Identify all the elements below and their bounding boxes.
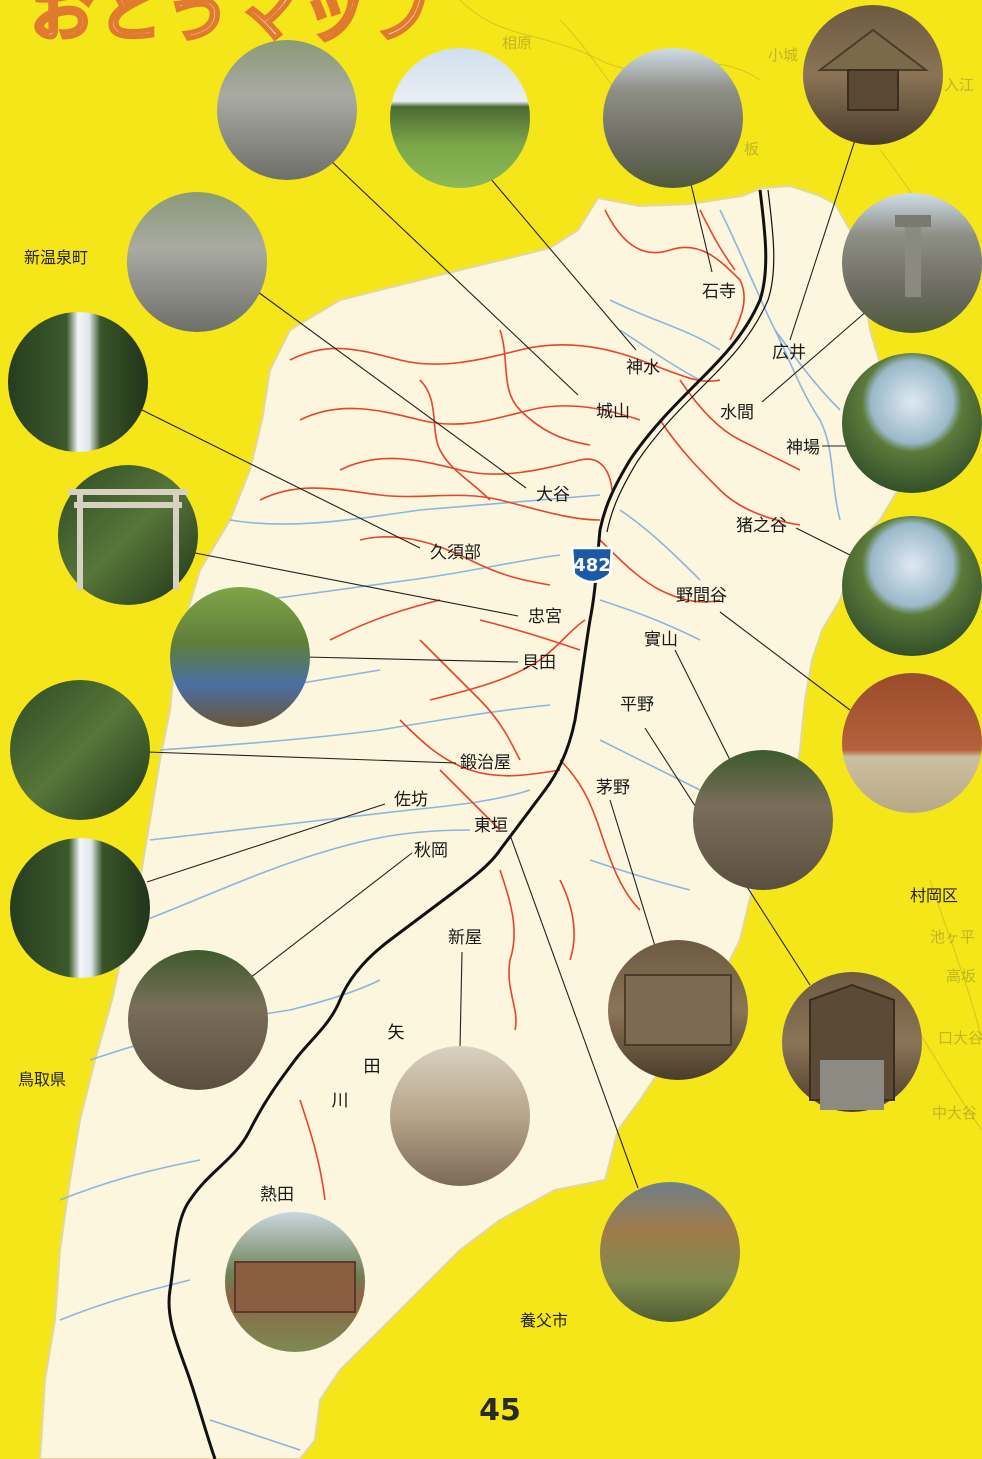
neighbor-muraoka: 村岡区 bbox=[910, 886, 959, 905]
bg-label-ikegahira: 池ヶ平 bbox=[930, 928, 976, 946]
district-jitsuyama[interactable]: 實山 bbox=[644, 630, 678, 650]
district-inonotani[interactable]: 猪之谷 bbox=[736, 516, 787, 536]
photo-road-village bbox=[217, 40, 357, 180]
district-tadamiya[interactable]: 忠宮 bbox=[528, 607, 562, 627]
district-akioka[interactable]: 秋岡 bbox=[414, 841, 448, 861]
photo-group-photo bbox=[693, 750, 833, 890]
district-mizuma[interactable]: 水間 bbox=[720, 403, 754, 423]
bg-label-ita: 板 bbox=[744, 140, 760, 158]
photo-forest-stream bbox=[10, 680, 150, 820]
local-roads bbox=[259, 209, 801, 1201]
district-higashigaki[interactable]: 東垣 bbox=[474, 816, 508, 836]
district-noma-dani[interactable]: 野間谷 bbox=[676, 586, 727, 606]
page-title-fragment: おとうマップ bbox=[29, 0, 438, 53]
bg-label-aiwara: 相原 bbox=[502, 34, 533, 52]
district-kamimizu[interactable]: 神水 bbox=[626, 358, 660, 378]
photo-stone-tomb bbox=[603, 48, 743, 188]
district-hirano[interactable]: 平野 bbox=[620, 695, 654, 715]
bg-label-nakaotani: 中大谷 bbox=[932, 1104, 978, 1122]
page-number: 45 bbox=[479, 1393, 521, 1428]
photo-autumn-valley bbox=[600, 1182, 740, 1322]
neighbor-shin-onsen: 新温泉町 bbox=[24, 248, 89, 267]
yada-river bbox=[167, 189, 768, 1459]
district-neta[interactable]: 熱田 bbox=[260, 1185, 294, 1205]
photo-cooking-class bbox=[390, 1046, 530, 1186]
photo-waterfall-2 bbox=[10, 838, 150, 978]
district-sabo[interactable]: 佐坊 bbox=[394, 790, 428, 810]
bg-label-iriko: 入江 bbox=[944, 76, 975, 94]
river-label-char-3: 川 bbox=[331, 1091, 349, 1111]
route-482-badge: 482 bbox=[568, 544, 616, 590]
photo-mountain-village bbox=[842, 353, 982, 493]
bg-label-koshiro: 小城 bbox=[768, 46, 799, 64]
photo-waterfall-1 bbox=[8, 312, 148, 452]
district-kajiya[interactable]: 鍛治屋 bbox=[460, 753, 511, 773]
district-kusube[interactable]: 久須部 bbox=[430, 543, 481, 563]
district-hiroi[interactable]: 広井 bbox=[772, 343, 806, 363]
bg-label-takasaka: 高坂 bbox=[946, 967, 977, 985]
district-kayano[interactable]: 茅野 bbox=[596, 778, 630, 798]
leader-lines bbox=[141, 139, 869, 1189]
bg-label-kuchiotani: 口大谷 bbox=[938, 1029, 982, 1047]
photo-torii-gate bbox=[58, 465, 198, 605]
district-shirayama[interactable]: 城山 bbox=[596, 402, 630, 422]
photo-harvest-group bbox=[170, 587, 310, 727]
neighbor-tottori: 鳥取県 bbox=[18, 1070, 67, 1089]
photo-festival-crowd bbox=[128, 950, 268, 1090]
neighbor-yabu: 養父市 bbox=[520, 1311, 569, 1330]
river-label-char-2: 田 bbox=[363, 1057, 381, 1077]
district-shinya[interactable]: 新屋 bbox=[448, 928, 482, 948]
route-number: 482 bbox=[573, 555, 611, 576]
route-482-line bbox=[606, 189, 775, 533]
route-shield-icon bbox=[570, 546, 614, 584]
district-ishidera[interactable]: 石寺 bbox=[702, 282, 736, 302]
photo-rice-field bbox=[390, 48, 530, 188]
photo-hall-children bbox=[842, 673, 982, 813]
district-otani[interactable]: 大谷 bbox=[536, 485, 570, 505]
river-label-char-1: 矢 bbox=[387, 1023, 405, 1043]
photo-village-street bbox=[127, 192, 267, 332]
photo-details bbox=[68, 28, 931, 1313]
district-kanba[interactable]: 神場 bbox=[786, 438, 820, 458]
district-kaida[interactable]: 貝田 bbox=[522, 653, 556, 673]
photo-village-houses bbox=[842, 516, 982, 656]
